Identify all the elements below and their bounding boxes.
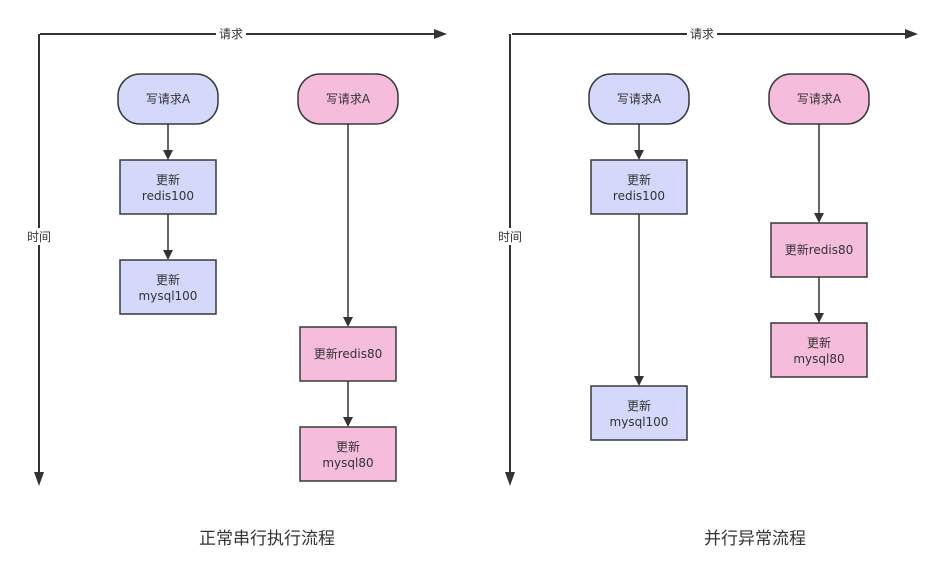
time-axis-label: 时间 [27, 230, 51, 244]
step-node[interactable] [590, 159, 688, 215]
panel-parallel: 请求 时间 写请求A 更新 redis100 更新 mysql100 写请求A … [495, 26, 918, 549]
step-node[interactable] [299, 426, 397, 482]
step-node-label: mysql80 [322, 456, 373, 470]
step-node-label: 更新 [156, 272, 180, 287]
step-node-label: mysql80 [793, 352, 844, 366]
step-node[interactable] [770, 322, 868, 378]
time-axis-arrowhead [505, 472, 515, 486]
step-node-label: 更新 [627, 172, 651, 187]
step-node[interactable] [119, 159, 217, 215]
step-node-label: redis100 [142, 189, 194, 203]
panel-caption: 并行异常流程 [704, 529, 806, 549]
step-node-label: 更新redis80 [314, 346, 383, 361]
start-node-label: 写请求A [797, 92, 842, 106]
step-node[interactable] [299, 326, 397, 382]
start-node-label: 写请求A [617, 92, 662, 106]
step-node[interactable] [770, 222, 868, 278]
step-node[interactable] [590, 385, 688, 441]
step-node-label: 更新redis80 [785, 242, 854, 257]
step-node-label: 更新 [807, 335, 831, 350]
request-column-blue: 写请求A 更新 redis100 更新 mysql100 [117, 73, 219, 315]
step-node-label: mysql100 [610, 415, 669, 429]
start-node-label: 写请求A [146, 92, 191, 106]
step-node-label: 更新 [336, 439, 360, 454]
request-column-pink: 写请求A 更新redis80 更新 mysql80 [768, 73, 870, 378]
time-axis-label: 时间 [498, 230, 522, 244]
step-node-label: 更新 [627, 398, 651, 413]
request-axis-label: 请求 [219, 27, 243, 41]
request-column-blue: 写请求A 更新 redis100 更新 mysql100 [588, 73, 690, 441]
panel-serial: 请求 时间 写请求A 更新 redis100 更新 mysql100 写请求A … [24, 26, 447, 549]
request-axis-label: 请求 [690, 27, 714, 41]
request-column-pink: 写请求A 更新redis80 更新 mysql80 [297, 73, 399, 482]
start-node-label: 写请求A [326, 92, 371, 106]
step-node-label: 更新 [156, 172, 180, 187]
step-node-label: mysql100 [139, 289, 198, 303]
request-axis-arrowhead [434, 29, 447, 39]
request-axis-arrowhead [905, 29, 918, 39]
time-axis-arrowhead [34, 472, 44, 486]
step-node-label: redis100 [613, 189, 665, 203]
panel-caption: 正常串行执行流程 [199, 529, 335, 549]
step-node[interactable] [119, 259, 217, 315]
